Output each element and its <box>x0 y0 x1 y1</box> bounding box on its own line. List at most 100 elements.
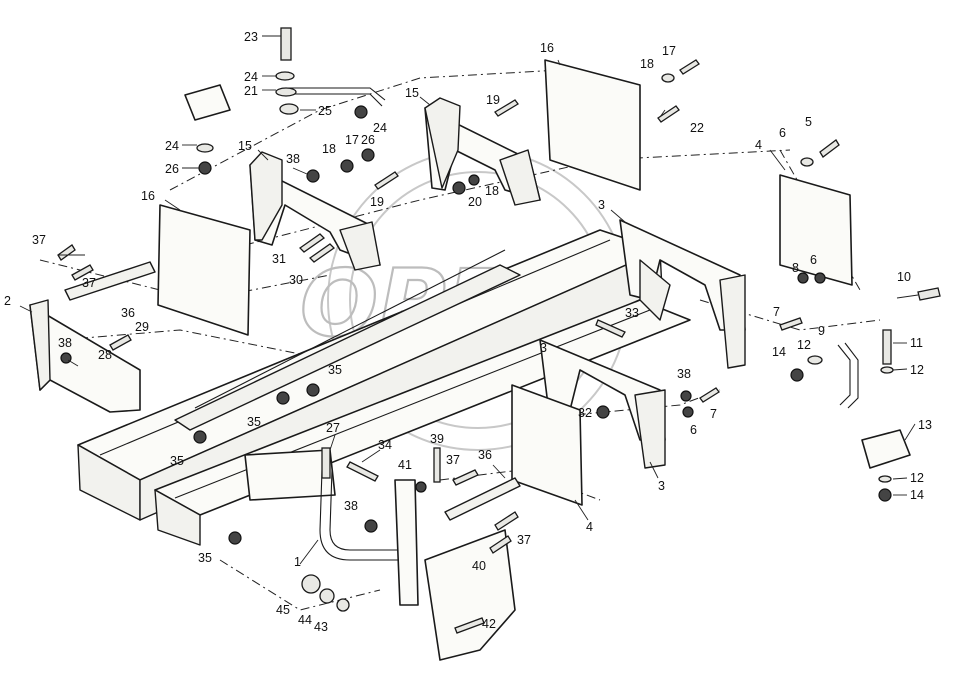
bolt-19a <box>374 171 399 190</box>
nut-18c <box>468 174 480 186</box>
bracket-3-lower <box>539 339 666 469</box>
washer-21 <box>275 87 297 97</box>
label-3: 3 <box>658 479 665 493</box>
nut-38a <box>306 169 320 183</box>
label-11: 11 <box>910 336 923 350</box>
label-12: 12 <box>797 338 811 352</box>
label-7: 7 <box>710 407 717 421</box>
nut-14a <box>790 368 804 382</box>
link-rod-21 <box>285 87 386 107</box>
label-45: 45 <box>276 603 290 617</box>
label-44: 44 <box>298 613 312 627</box>
bolt-40 <box>489 535 512 554</box>
label-21: 21 <box>244 84 258 98</box>
nut-14b <box>878 488 892 502</box>
nut-41 <box>415 481 427 493</box>
label-14: 14 <box>772 345 786 359</box>
label-41: 41 <box>398 458 412 472</box>
label-17: 17 <box>662 44 676 58</box>
label-28: 28 <box>98 348 112 362</box>
label-24: 24 <box>373 121 387 135</box>
label-13: 13 <box>918 418 932 432</box>
label-16: 16 <box>141 189 155 203</box>
label-39: 39 <box>430 432 444 446</box>
washer-6a <box>800 157 814 167</box>
label-36: 36 <box>478 448 492 462</box>
step-42 <box>424 529 516 661</box>
nut-26 <box>198 161 212 175</box>
label-24: 24 <box>244 70 258 84</box>
bolt-37c <box>452 469 479 486</box>
label-24: 24 <box>165 139 179 153</box>
label-12: 12 <box>910 471 924 485</box>
label-38: 38 <box>286 152 300 166</box>
bolt-7b <box>699 387 720 403</box>
nut-17a <box>361 148 375 162</box>
label-37: 37 <box>517 533 531 547</box>
nut-35d <box>228 531 242 545</box>
label-7: 7 <box>773 305 780 319</box>
leader-lines <box>19 35 919 565</box>
bracket-15-left <box>249 151 381 271</box>
bolt-10 <box>917 287 941 301</box>
label-15: 15 <box>405 86 419 100</box>
label-38: 38 <box>58 336 72 350</box>
bolt-29 <box>109 334 132 351</box>
label-8: 8 <box>792 261 799 275</box>
label-35: 35 <box>328 363 342 377</box>
label-38: 38 <box>344 499 358 513</box>
label-35: 35 <box>247 415 261 429</box>
label-18: 18 <box>322 142 336 156</box>
label-19: 19 <box>370 195 384 209</box>
nut-6c <box>682 406 694 418</box>
nut-18a <box>340 159 354 173</box>
washer-24b <box>196 143 214 153</box>
label-14: 14 <box>910 488 924 502</box>
washer-12b <box>807 355 823 365</box>
label-37: 37 <box>446 453 460 467</box>
bolt-30 <box>308 243 336 263</box>
label-34: 34 <box>378 438 392 452</box>
label-4: 4 <box>755 138 762 152</box>
label-12: 12 <box>910 363 924 377</box>
bushing-44 <box>319 588 335 604</box>
nut-8 <box>797 272 809 284</box>
label-2: 2 <box>4 294 11 308</box>
washer-25 <box>279 103 299 115</box>
nut-32 <box>596 405 610 419</box>
bolt-22 <box>657 105 680 123</box>
plate-16-left <box>157 204 251 336</box>
bolt-5 <box>819 139 840 158</box>
label-6: 6 <box>690 423 697 437</box>
step-hanger-1 <box>244 449 419 606</box>
label-33: 33 <box>625 306 639 320</box>
label-38: 38 <box>677 367 691 381</box>
nut-35a <box>276 391 290 405</box>
nut-20 <box>452 181 466 195</box>
label-36: 36 <box>121 306 135 320</box>
label-43: 43 <box>314 620 328 634</box>
pin-39 <box>433 447 441 483</box>
label-32: 32 <box>578 406 592 420</box>
mudflap-4-center <box>511 384 583 506</box>
label-1: 1 <box>294 555 301 569</box>
bar-36-center <box>444 477 521 521</box>
label-22: 22 <box>690 121 704 135</box>
label-26: 26 <box>361 133 375 147</box>
rubber-block <box>184 84 231 121</box>
bolt-37d <box>494 511 519 531</box>
nut-24 <box>354 105 368 119</box>
bolt-34 <box>346 461 379 482</box>
part-labels: 23 24 21 25 24 26 15 38 18 17 26 24 19 1… <box>4 30 932 634</box>
label-25: 25 <box>318 104 332 118</box>
bolt-37b <box>71 264 94 281</box>
bolt-27 <box>321 447 331 479</box>
label-30: 30 <box>289 273 303 287</box>
bracket-3-upper <box>619 219 746 369</box>
plate-16-right <box>544 59 641 191</box>
label-10: 10 <box>897 270 911 284</box>
washer-12a <box>880 366 894 374</box>
bushing-45 <box>301 574 321 594</box>
label-9: 9 <box>818 324 825 338</box>
